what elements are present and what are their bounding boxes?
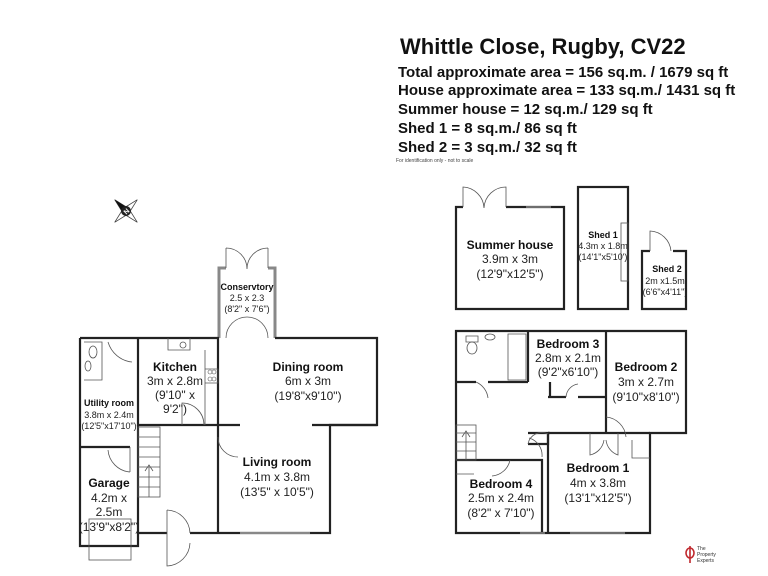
bedroom1-imperial: (13'1"x12'5") bbox=[564, 491, 631, 505]
bedroom2-label: Bedroom 2 bbox=[615, 360, 678, 374]
shed2-imperial: (6'6"x4'11") bbox=[643, 287, 688, 297]
conservatory-metric: 2.5 x 2.3 bbox=[230, 293, 265, 303]
shed1-metric: 4.3m x 1.8m bbox=[578, 241, 628, 251]
kitchen-imperial-1: (9'10" x bbox=[155, 388, 195, 402]
summer-house-metric: 3.9m x 3m bbox=[482, 252, 538, 266]
logo-line-2: Property bbox=[697, 552, 716, 558]
summer-house-area: Summer house = 12 sq.m./ 129 sq ft bbox=[398, 101, 653, 118]
bedroom4-imperial: (8'2" x 7'10") bbox=[467, 506, 534, 520]
living-room-imperial: (13'5" x 10'5") bbox=[240, 485, 314, 499]
ground-floor-plan: Conservtory 2.5 x 2.3 (8'2" x 7'6") Kitc… bbox=[79, 247, 379, 567]
kitchen-metric: 3m x 2.8m bbox=[147, 374, 203, 388]
garage-metric-2: 2.5m bbox=[96, 505, 123, 519]
shed2-label: Shed 2 bbox=[652, 264, 682, 274]
shed2-area: Shed 2 = 3 sq.m./ 32 sq ft bbox=[398, 139, 577, 156]
garage-imperial: (13'9"x8'2") bbox=[79, 520, 139, 534]
shed2-metric: 2m x1.5m bbox=[645, 276, 685, 286]
bedroom2-imperial: (9'10"x8'10") bbox=[612, 390, 679, 404]
first-floor-plan: Bedroom 3 2.8m x 2.1m (9'2"x6'10") Bedro… bbox=[454, 329, 688, 535]
bedroom1-metric: 4m x 3.8m bbox=[570, 476, 626, 490]
dining-room-imperial: (19'8"x9'10") bbox=[274, 389, 341, 403]
total-area: Total approximate area = 156 sq.m. / 167… bbox=[398, 64, 729, 81]
shed1-imperial: (14'1"x5'10') bbox=[579, 252, 628, 262]
garage-metric-1: 4.2m x bbox=[91, 491, 127, 505]
conservatory-imperial: (8'2" x 7'6") bbox=[224, 304, 269, 314]
stairs-icon bbox=[455, 424, 477, 461]
living-room-label: Living room bbox=[243, 455, 312, 469]
outbuildings-plan: Summer house 3.9m x 3m (12'9"x12'5") She… bbox=[454, 185, 688, 311]
bedroom2-metric: 3m x 2.7m bbox=[618, 375, 674, 389]
shed1-label: Shed 1 bbox=[588, 230, 618, 240]
logo-line-3: Experts bbox=[697, 558, 714, 564]
stairs-icon bbox=[137, 426, 161, 498]
dining-room-metric: 6m x 3m bbox=[285, 374, 331, 388]
house-area: House approximate area = 133 sq.m./ 1431… bbox=[398, 82, 736, 99]
utility-room-metric: 3.8m x 2.4m bbox=[84, 410, 134, 420]
bedroom3-imperial: (9'2"x6'10") bbox=[538, 365, 598, 379]
compass-north-label: N bbox=[123, 208, 132, 217]
compass-icon: N bbox=[114, 199, 138, 223]
kitchen-imperial-2: 9'2") bbox=[163, 402, 187, 416]
bedroom3-metric: 2.8m x 2.1m bbox=[535, 351, 601, 365]
summer-house-imperial: (12'9"x12'5") bbox=[476, 267, 543, 281]
bedroom3-label: Bedroom 3 bbox=[537, 337, 600, 351]
bedroom4-metric: 2.5m x 2.4m bbox=[468, 491, 534, 505]
logo-line-1: The bbox=[697, 546, 706, 552]
page-title: Whittle Close, Rugby, CV22 bbox=[400, 34, 686, 59]
utility-room-imperial: (12'5"x17'10") bbox=[81, 421, 136, 431]
living-room-metric: 4.1m x 3.8m bbox=[244, 470, 310, 484]
shed1-area: Shed 1 = 8 sq.m./ 86 sq ft bbox=[398, 120, 577, 137]
company-logo: The Property Experts bbox=[685, 546, 716, 564]
dining-room-label: Dining room bbox=[273, 360, 344, 374]
kitchen-label: Kitchen bbox=[153, 360, 197, 374]
bedroom1-label: Bedroom 1 bbox=[567, 461, 630, 475]
utility-room-label: Utility room bbox=[84, 398, 134, 408]
disclaimer-note: For identification only - not to scale bbox=[396, 158, 474, 164]
conservatory-label: Conservtory bbox=[220, 282, 273, 292]
summer-house-label: Summer house bbox=[467, 238, 554, 252]
garage-label: Garage bbox=[88, 476, 130, 490]
bedroom4-label: Bedroom 4 bbox=[470, 477, 533, 491]
